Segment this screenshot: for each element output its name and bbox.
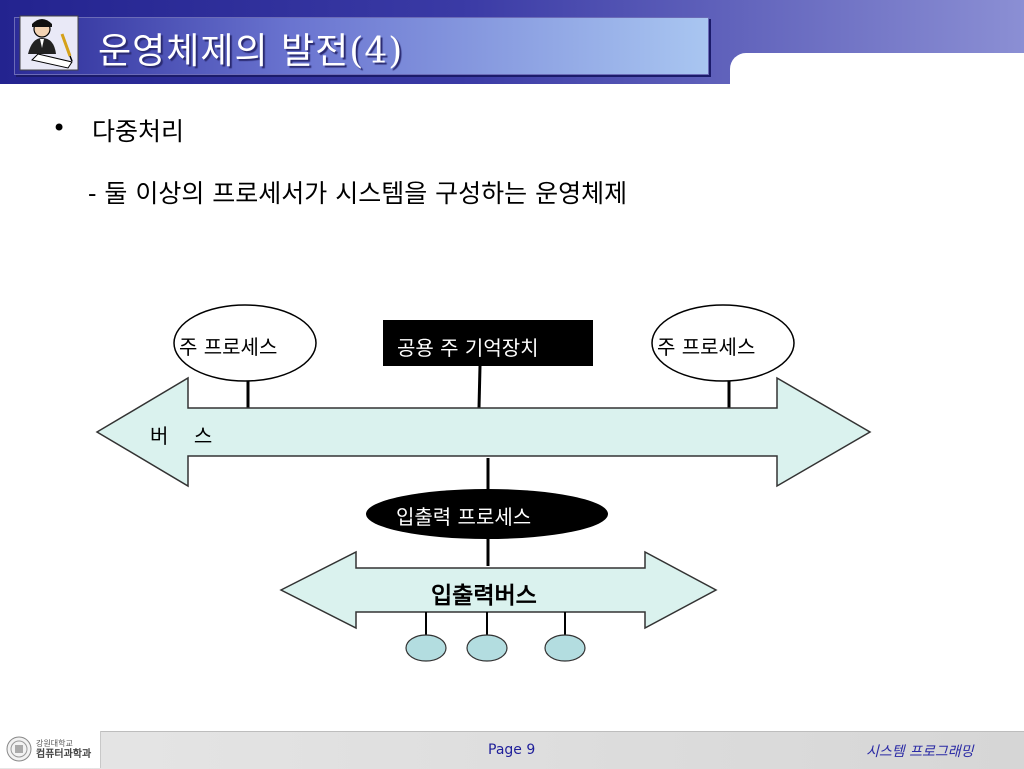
title-box bbox=[14, 17, 709, 75]
io-bus-arrow bbox=[279, 550, 718, 630]
processor-right-label: 주 프로세스 bbox=[657, 335, 756, 359]
course-name: 시스템 프로그래밍 bbox=[866, 744, 974, 760]
io-device-3 bbox=[544, 634, 586, 662]
school-line-1: 강원대학교 bbox=[36, 739, 73, 748]
io-processor-label: 입출력 프로세스 bbox=[396, 505, 532, 529]
sub-text: - 둘 이상의 프로세서가 시스템을 구성하는 운영체제 bbox=[88, 179, 628, 208]
io-device-1 bbox=[405, 634, 447, 662]
school-line-2: 컴퓨터과학과 bbox=[36, 749, 92, 760]
system-bus-label: 버 스 bbox=[150, 424, 213, 448]
shared-memory-box bbox=[383, 320, 593, 366]
slide-title: 운영체제의 발전(4) bbox=[98, 31, 404, 72]
writer-clipart-icon bbox=[19, 15, 79, 71]
io-bus-label: 입출력버스 bbox=[431, 583, 537, 609]
bullet-text: 다중처리 bbox=[92, 117, 185, 146]
io-device-2 bbox=[466, 634, 508, 662]
system-bus-arrow bbox=[95, 376, 872, 488]
bullet-marker: • bbox=[52, 114, 67, 142]
processor-left-ellipse bbox=[173, 304, 317, 382]
university-seal-icon bbox=[6, 736, 32, 762]
footer-school-name: 강원대학교 컴퓨터과학과 bbox=[36, 738, 91, 760]
io-processor-ellipse bbox=[366, 489, 608, 539]
page-number: Page 9 bbox=[488, 742, 536, 758]
footer-bar bbox=[0, 731, 1024, 769]
shared-memory-label: 공용 주 기억장치 bbox=[397, 336, 539, 360]
processor-left-label: 주 프로세스 bbox=[179, 335, 278, 359]
processor-right-ellipse bbox=[651, 304, 795, 382]
header-white-tab bbox=[730, 53, 1024, 87]
connector-memory bbox=[477, 365, 482, 409]
